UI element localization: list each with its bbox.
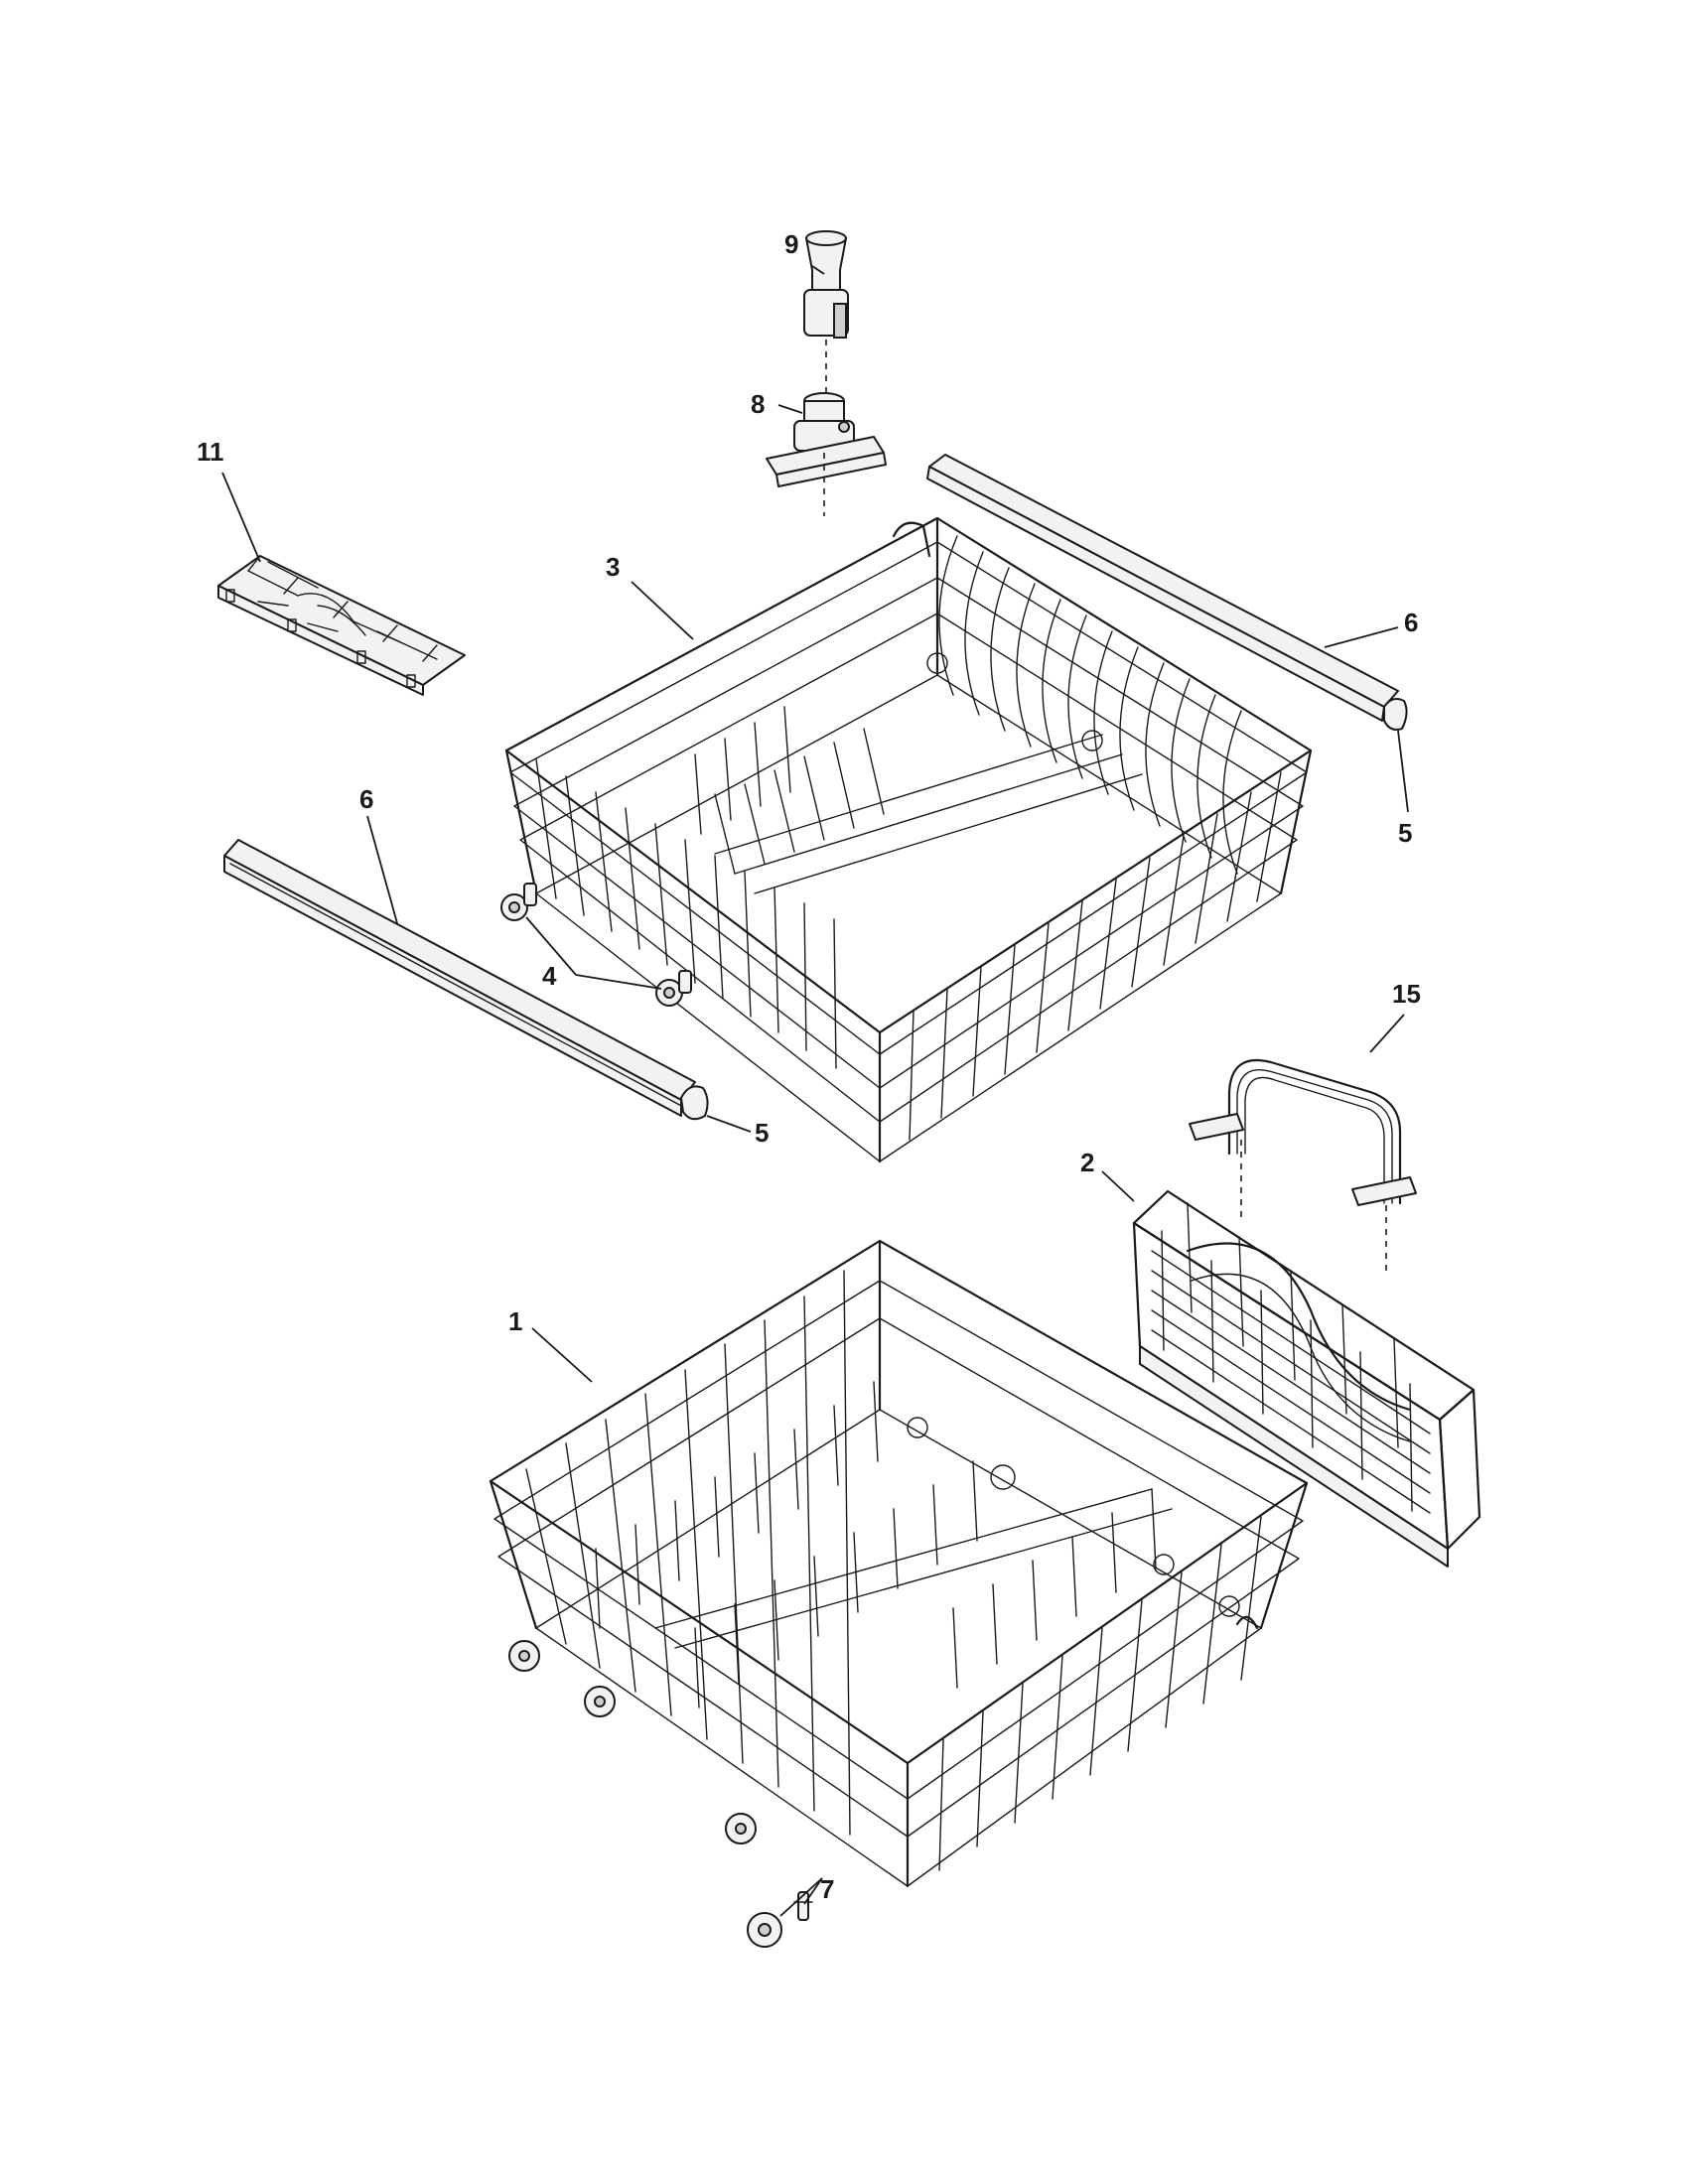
upper-rack[interactable] (504, 516, 1313, 1163)
callout-6-left: 6 (359, 784, 373, 814)
callout-7: 7 (820, 1874, 834, 1904)
rack-track-right[interactable] (926, 454, 1399, 722)
callout-5-right: 5 (1398, 818, 1412, 848)
callout-3: 3 (606, 552, 620, 582)
manifold-part[interactable] (766, 392, 887, 516)
lower-rack[interactable] (489, 1239, 1309, 1888)
end-cap-left[interactable] (680, 1085, 709, 1121)
silverware-basket-part[interactable] (1132, 1189, 1481, 1568)
basket-handle-part[interactable] (1189, 1058, 1417, 1277)
callout-2: 2 (1080, 1148, 1094, 1177)
callout-labels: 9 8 11 3 6 5 6 4 5 15 2 1 7 (197, 229, 1421, 1904)
callout-9: 9 (784, 229, 798, 259)
upper-rack-wheels[interactable] (500, 883, 692, 1007)
callout-6-right: 6 (1404, 608, 1418, 637)
lower-rack-wheel-part[interactable] (747, 1891, 813, 1948)
callout-15: 15 (1392, 979, 1421, 1009)
callout-1: 1 (508, 1306, 522, 1336)
lower-rack-mounted-wheels (508, 1640, 757, 1844)
callout-8: 8 (751, 389, 765, 419)
callout-5-left: 5 (755, 1118, 769, 1148)
leader-lines (221, 265, 1409, 1917)
callout-11: 11 (197, 437, 224, 467)
end-cap-right[interactable] (1383, 698, 1408, 731)
rack-track-left[interactable] (223, 839, 696, 1117)
clip-tray-part[interactable] (217, 555, 466, 696)
nozzle-part[interactable] (803, 230, 849, 397)
callout-4: 4 (542, 961, 557, 991)
